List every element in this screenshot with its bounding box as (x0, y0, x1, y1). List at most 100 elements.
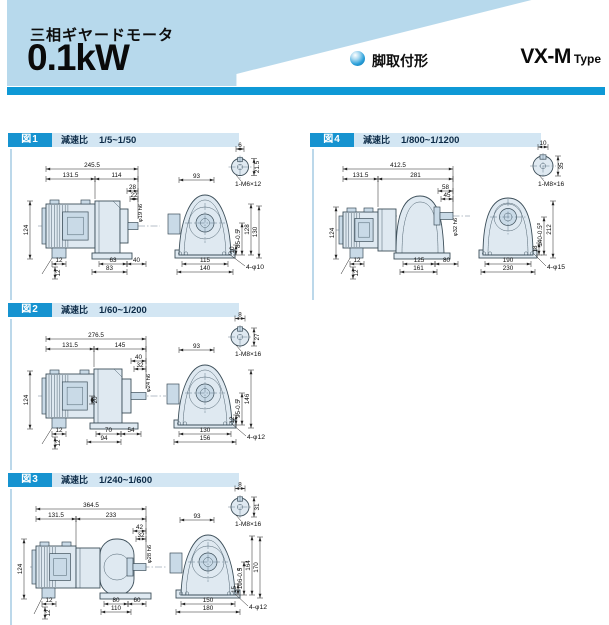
dim-side-gear: 233 (106, 512, 117, 519)
product-category: 三相ギヤードモータ (30, 27, 175, 44)
dim-arrow (89, 347, 94, 351)
dim-arrow (126, 610, 131, 614)
dim-arrow (448, 177, 453, 181)
outline-rect (439, 212, 454, 220)
dim-arrow (526, 262, 531, 266)
dim-front-center_h: 106-0.5 (237, 567, 244, 589)
motor-frame (62, 211, 89, 241)
dim-front-w1: 115 (200, 257, 211, 264)
dim-arrow (432, 270, 437, 274)
foot-bolt-hole (184, 251, 188, 256)
dim-arrow (90, 177, 95, 181)
dim-arrow (95, 177, 100, 181)
dim-arrow (242, 562, 246, 567)
dim-arrow (52, 262, 57, 266)
dim-front-center_h: 95-0.5 (235, 400, 242, 418)
dim-arrow (239, 147, 244, 151)
dim-side-shaft_l1: 40 (135, 354, 143, 361)
dim-arrow (99, 262, 104, 266)
dim-arrow (46, 167, 51, 171)
dim-side-height: 124 (329, 227, 336, 238)
outline-rect (433, 206, 441, 226)
dim-side-shaft_l1: 28 (129, 184, 137, 191)
dim-arrow (53, 444, 57, 449)
dim-front-w1: 150 (203, 597, 214, 604)
dim-side-height: 124 (17, 563, 24, 574)
dim-arrow (438, 189, 443, 193)
dim-side-shaft_l1: 42 (136, 524, 144, 531)
dim-arrow (123, 602, 128, 606)
dim-side-shaft_l2: 22 (130, 192, 138, 199)
dim-arrow (51, 602, 56, 606)
section-left-rule (10, 149, 12, 300)
dim-side-shaft_dia: φ32 h6 (453, 218, 459, 236)
dim-side-total: 412.5 (390, 162, 406, 169)
dim-shaft_detail-len: 27 (254, 333, 261, 341)
dim-arrow (378, 177, 383, 181)
dim-arrow (28, 254, 32, 259)
dim-arrow (141, 507, 146, 511)
dim-front-h2: 128 (244, 224, 251, 235)
dim-arrow (209, 348, 214, 352)
dim-side-base_c: 83 (106, 265, 114, 272)
dim-front-holes: 4-φ10 (246, 264, 264, 271)
dim-side-mid: 20 (92, 396, 99, 404)
extension-line (41, 257, 53, 275)
dim-arrow (90, 396, 94, 401)
dim-shaft_detail-len: 21.5 (254, 160, 261, 173)
dim-arrow (234, 245, 238, 250)
dim-arrow (542, 217, 546, 222)
outline-rect (51, 247, 67, 259)
dim-side-shaft_l1: 58 (442, 184, 450, 191)
dim-front-w2: 156 (200, 435, 211, 442)
mount-type-label: 脚取付形 (372, 53, 428, 69)
motor-frame (61, 381, 88, 411)
dim-arrow (53, 437, 57, 442)
ratio-caption: 減速比 (61, 475, 89, 485)
dim-arrow (133, 529, 138, 533)
dim-shaft_detail-tap: 1-M8×16 (538, 181, 565, 188)
section-left-rule (10, 489, 12, 625)
dim-arrow (96, 432, 101, 436)
dim-side-motor: 131.5 (62, 342, 78, 349)
dim-side-base_a: 80 (112, 597, 120, 604)
dim-front-w2: 180 (203, 605, 214, 612)
dim-side-motor: 131.5 (63, 172, 79, 179)
figure-2-label: 図2 (8, 303, 52, 317)
dim-arrow (121, 432, 126, 436)
dim-side-foot_w: 12 (353, 257, 361, 264)
dim-arrow (136, 537, 141, 541)
dim-front-h2: 212 (546, 224, 553, 235)
dim-arrow (133, 189, 138, 193)
dim-arrow (240, 420, 244, 425)
dim-side-base_b: 80 (443, 257, 451, 264)
dim-arrow (441, 197, 446, 201)
side-boss (167, 213, 181, 235)
dim-shaft_detail-key_w: 10 (539, 140, 547, 147)
dim-arrow (228, 270, 233, 274)
dim-arrow (249, 204, 253, 209)
dim-arrow (177, 270, 182, 274)
extension-line (340, 257, 351, 275)
dim-arrow (226, 432, 231, 436)
dim-arrow (240, 223, 244, 228)
dim-side-height: 124 (23, 224, 30, 235)
outline-rect (99, 592, 152, 600)
dim-arrow (223, 262, 228, 266)
dim-arrow (179, 348, 184, 352)
dim-arrow (61, 262, 66, 266)
outline-rect (89, 422, 139, 430)
dim-arrow (231, 440, 236, 444)
dim-side-base_a: 63 (109, 257, 117, 264)
motor-lug (61, 541, 72, 547)
dim-arrow (134, 367, 139, 371)
dim-arrow (131, 359, 136, 363)
dim-shaft_detail-len: 35 (558, 162, 565, 170)
dim-front-tol_zero: 0 (234, 228, 239, 231)
dim-arrow (403, 262, 408, 266)
